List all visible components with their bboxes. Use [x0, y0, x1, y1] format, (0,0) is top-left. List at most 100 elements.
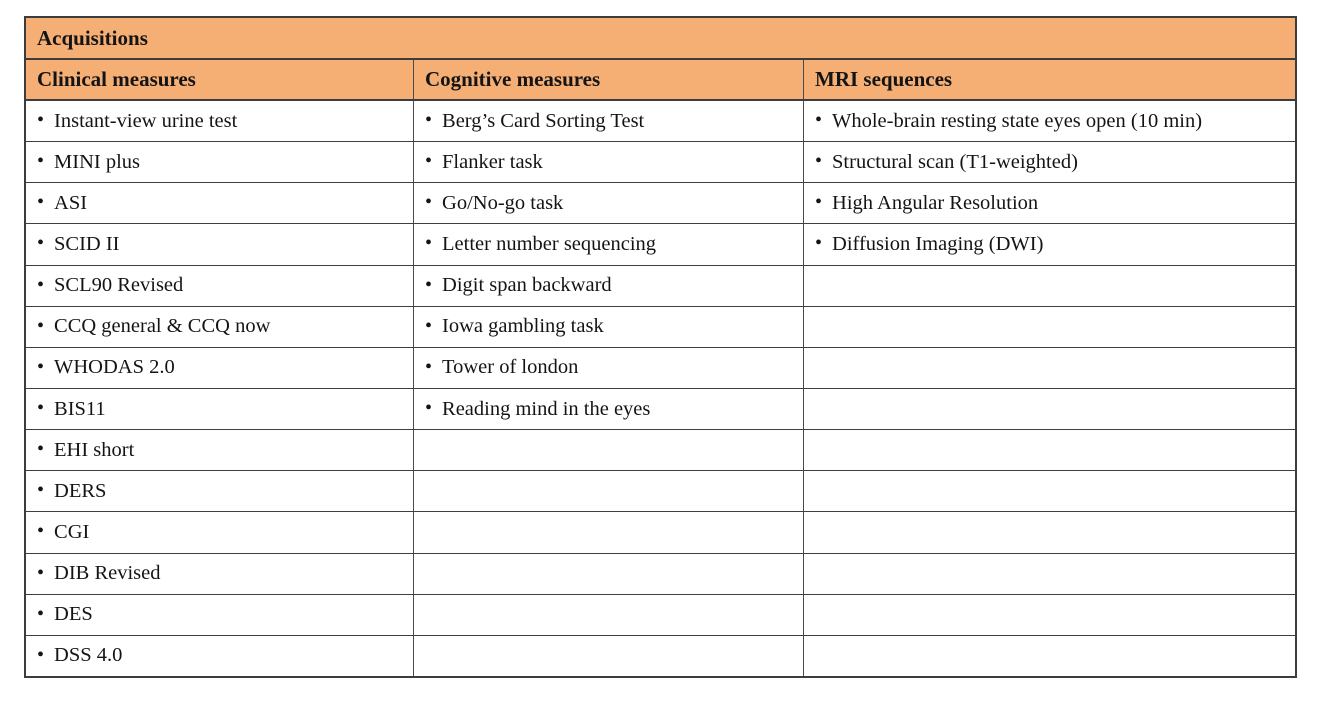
table-row: •EHI short — [26, 430, 1295, 472]
table-cell — [414, 635, 804, 676]
bullet-icon: • — [815, 109, 823, 132]
list-item-text: Diffusion Imaging (DWI) — [832, 232, 1044, 255]
list-item-text: High Angular Resolution — [832, 191, 1039, 214]
table-cell: • DSS 4.0 — [26, 635, 414, 676]
table-cell: • SCL90 Revised — [26, 265, 414, 306]
table-row: • CCQ general & CCQ now • Iowa gambling tas… — [26, 306, 1295, 348]
table-row: • DES — [26, 594, 1295, 636]
table-cell: • DERS — [26, 471, 414, 512]
table-cell — [414, 430, 804, 471]
bullet-icon: • — [425, 355, 433, 378]
table-row: •WHODAS 2.0•Tower of london — [26, 347, 1295, 389]
table-cell — [414, 553, 804, 594]
table-cell — [804, 554, 1295, 594]
table-cell: • CCQ general & CCQ now — [26, 306, 414, 347]
table-cell: • Structural scan (T1-weighted) — [804, 142, 1295, 182]
bullet-icon: • — [37, 643, 45, 666]
table-row: •BIS11•Reading mind in the eyes — [26, 388, 1295, 431]
table-cell: • Flanker task — [414, 142, 804, 183]
list-item-text: Whole-brain resting state eyes open (10 … — [832, 109, 1203, 132]
table-cell: •BIS11 — [26, 388, 414, 430]
bullet-icon: • — [37, 314, 45, 337]
table-body: • Instant-view urine test • Berg’s Card Sor… — [26, 101, 1295, 676]
list-item-text: DES — [54, 603, 93, 626]
column-header-mri-sequences: MRI sequences — [804, 60, 1295, 99]
bullet-icon: • — [425, 191, 433, 214]
list-item-text: DSS 4.0 — [54, 644, 123, 667]
table-cell — [804, 512, 1295, 552]
bullet-icon: • — [425, 109, 433, 132]
table-cell — [414, 594, 804, 635]
bullet-icon: • — [425, 232, 433, 255]
bullet-icon: • — [37, 109, 45, 132]
list-item-text: SCID II — [54, 232, 120, 255]
bullet-icon: • — [37, 602, 45, 625]
column-header-cognitive-measures: Cognitive measures — [414, 60, 804, 99]
table-cell — [804, 430, 1295, 470]
table-row: •DIB Revised — [26, 553, 1295, 595]
bullet-icon: • — [37, 479, 45, 502]
column-header-label: Cognitive measures — [425, 67, 601, 91]
bullet-icon: • — [37, 232, 45, 255]
bullet-icon: • — [425, 273, 433, 296]
bullet-icon: • — [37, 273, 45, 296]
table-cell: • DES — [26, 594, 414, 635]
list-item-text: Iowa gambling task — [442, 315, 604, 338]
table-header-row: Clinical measures Cognitive measures MRI… — [26, 60, 1295, 101]
table-cell: • Instant-view urine test — [26, 101, 414, 142]
table-cell — [804, 636, 1295, 676]
bullet-icon: • — [425, 314, 433, 337]
table-cell — [414, 512, 804, 553]
table-cell: • Letter number sequencing — [414, 224, 804, 265]
table-row: • Instant-view urine test • Berg’s Card Sor… — [26, 101, 1295, 143]
list-item-text: CGI — [54, 520, 90, 543]
table-cell: •EHI short — [26, 430, 414, 471]
list-item-text: Letter number sequencing — [442, 232, 657, 255]
bullet-icon: • — [815, 232, 823, 255]
table-cell — [804, 595, 1295, 635]
bullet-icon: • — [815, 191, 823, 214]
table-row: •ASI•Go/No-go task•High Angular Resoluti… — [26, 183, 1295, 225]
column-header-clinical-measures: Clinical measures — [26, 60, 414, 99]
bullet-icon: • — [425, 397, 433, 420]
list-item-text: Reading mind in the eyes — [442, 397, 651, 420]
bullet-icon: • — [37, 191, 45, 214]
table-cell — [804, 348, 1295, 388]
list-item-text: Berg’s Card Sorting Test — [442, 109, 645, 132]
list-item-text: ASI — [54, 191, 88, 214]
bullet-icon: • — [37, 397, 45, 420]
bullet-icon: • — [37, 355, 45, 378]
table-cell: • Digit span backward — [414, 265, 804, 306]
bullet-icon: • — [37, 438, 45, 461]
list-item-text: SCL90 Revised — [54, 274, 184, 297]
bullet-icon: • — [425, 150, 433, 173]
table-row: • DERS — [26, 471, 1295, 513]
list-item-text: Flanker task — [442, 150, 543, 173]
table-cell — [804, 389, 1295, 429]
table-cell: • Diffusion Imaging (DWI) — [804, 224, 1295, 264]
bullet-icon: • — [37, 520, 45, 543]
table-cell — [804, 266, 1295, 306]
table-cell: • Reading mind in the eyes — [414, 388, 804, 430]
table-row: • SCL90 Revised • Digit span backward — [26, 265, 1295, 307]
table-cell: •MINI plus — [26, 142, 414, 183]
table-cell: • CGI — [26, 512, 414, 553]
table-cell: •DIB Revised — [26, 553, 414, 594]
list-item-text: MINI plus — [54, 150, 140, 173]
table-cell: • Whole-brain resting state eyes open (10… — [804, 101, 1295, 141]
list-item-text: DERS — [54, 479, 107, 502]
list-item-text: CCQ general & CCQ now — [54, 315, 271, 338]
table-cell — [804, 307, 1295, 347]
list-item-text: Digit span backward — [442, 274, 612, 297]
table-cell: • Berg’s Card Sorting Test — [414, 101, 804, 142]
list-item-text: Instant-view urine test — [54, 109, 238, 132]
table-cell — [804, 471, 1295, 511]
table-cell: • ASI — [26, 183, 414, 224]
table-cell — [414, 471, 804, 512]
column-header-label: MRI sequences — [815, 67, 953, 91]
table-row: • CGI — [26, 512, 1295, 554]
list-item-text: Structural scan (T1-weighted) — [832, 150, 1078, 173]
bullet-icon: • — [815, 150, 823, 173]
table-title: Acquisitions — [37, 25, 148, 50]
table-cell: •WHODAS 2.0 — [26, 347, 414, 388]
